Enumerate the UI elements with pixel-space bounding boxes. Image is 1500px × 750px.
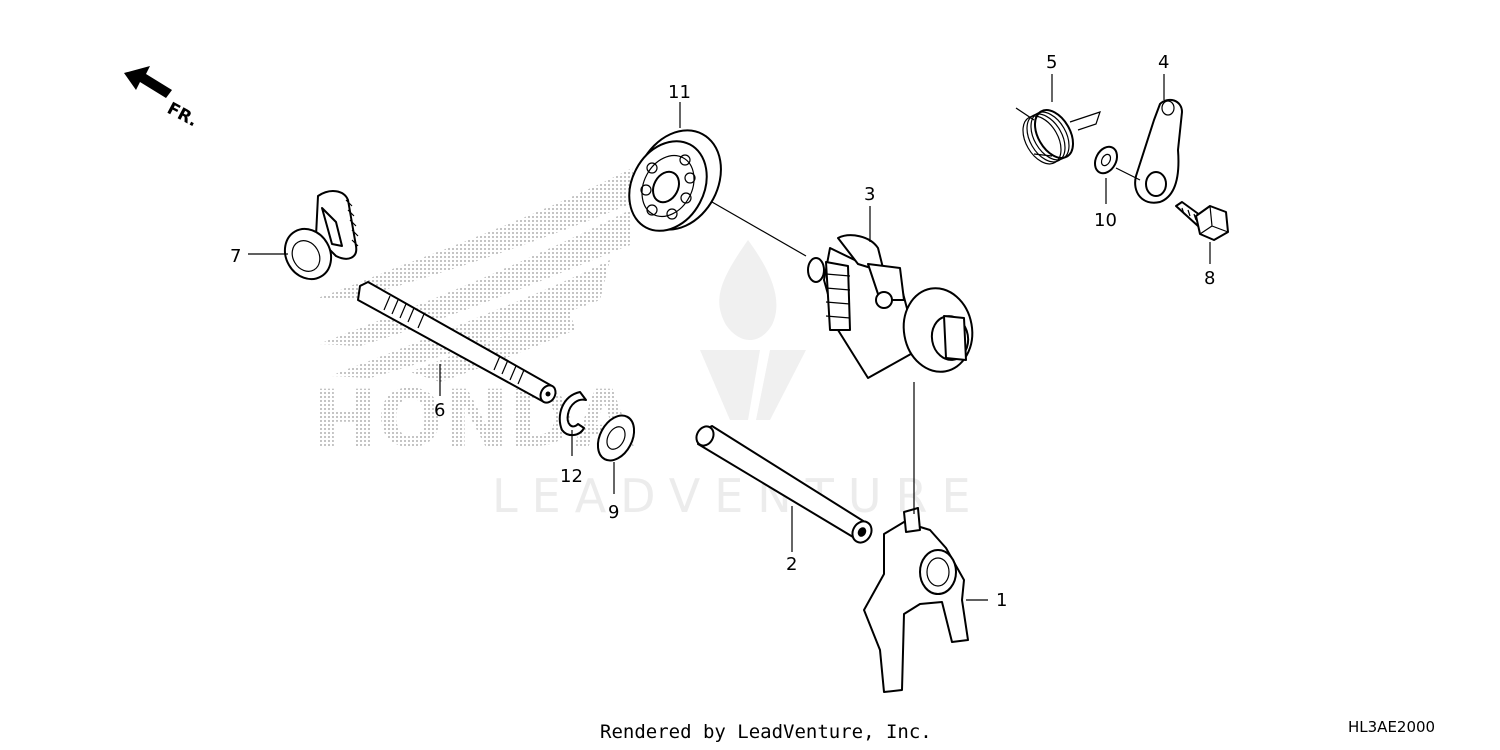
front-direction-arrow-icon (124, 66, 172, 98)
diagram-code: HL3AE2000 (1348, 718, 1435, 736)
callout-6: 6 (434, 400, 445, 421)
shift-drum-part (807, 234, 974, 379)
stopper-arm-part (1134, 98, 1183, 204)
circlip-part (558, 391, 587, 436)
small-washer-part (1093, 145, 1119, 175)
shift-arm-sector-part (283, 190, 359, 281)
front-direction-label: FR. (164, 99, 201, 131)
callout-10: 10 (1094, 210, 1117, 231)
callout-7: 7 (230, 246, 241, 267)
shift-fork-part (863, 507, 969, 693)
callout-11: 11 (668, 82, 691, 103)
callout-5: 5 (1046, 52, 1057, 73)
honda-wing-background (310, 168, 640, 382)
watermark-text: LEADVENTURE (492, 469, 985, 523)
honda-logo-background: HONDA (312, 375, 634, 465)
callout-8: 8 (1204, 268, 1215, 289)
callout-1: 1 (996, 590, 1007, 611)
spring-part (1022, 109, 1101, 165)
callout-4: 4 (1158, 52, 1169, 73)
callout-12: 12 (560, 466, 583, 487)
footer-credit: Rendered by LeadVenture, Inc. (600, 721, 932, 743)
shift-spindle-part (357, 281, 557, 404)
callout-2: 2 (786, 554, 797, 575)
leader-lines (248, 74, 1211, 601)
washer-part (596, 414, 636, 462)
callout-3: 3 (864, 184, 875, 205)
callout-9: 9 (608, 502, 619, 523)
leadventure-watermark-logo (700, 240, 806, 420)
bolt-part (1175, 201, 1229, 241)
bearing-part (628, 129, 722, 232)
fork-shaft-part (695, 425, 873, 544)
